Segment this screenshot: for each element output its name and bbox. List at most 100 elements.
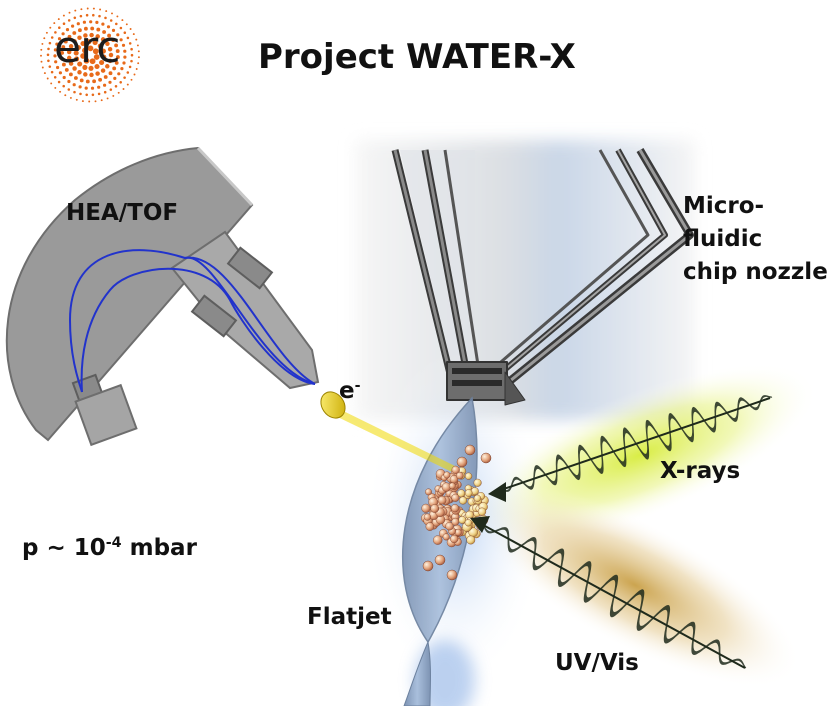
erc-logo-dot [73,50,79,56]
erc-logo-dot [72,39,77,44]
water-molecule [465,472,473,480]
erc-logo-dot [62,14,65,17]
water-molecule [437,495,447,505]
erc-logo-dot [133,73,136,76]
water-molecule [464,519,472,527]
erc-logo-dot [79,14,83,18]
erc-logo-dot [75,98,78,101]
erc-logo-dot [85,79,90,84]
erc-logo-dot [47,59,50,63]
electron-trajectories [68,249,316,393]
erc-logo-dot [77,70,82,75]
erc-logo-dot [89,32,94,38]
erc-logo-dot [109,88,113,91]
water-molecule [425,522,435,531]
erc-logo-dot [126,83,129,86]
pressure-label-pre: p ~ 10 [22,535,106,561]
water-molecule [434,554,446,566]
erc-logo-dot [90,86,95,90]
water-molecule [443,471,451,479]
erc-logo-dot [107,46,113,52]
erc-logo-dot [123,76,126,79]
erc-logo-dot [67,19,71,22]
erc-logo-dot [73,90,76,94]
erc-logo-dot [87,45,94,52]
erc-logo-dot [86,7,89,10]
erc-logo-dot [48,41,52,45]
erc-logo-dot [79,92,82,96]
erc-logo-dot [72,66,77,71]
erc-logo-dot [68,44,74,49]
erc-logo-dot [53,76,57,79]
water-molecule [458,516,467,524]
erc-logo-dot [129,28,132,30]
erc-logo-dot [57,80,61,84]
water-molecule [430,504,439,513]
water-molecule [473,494,482,502]
uvvis-label: UV/Vis [555,650,639,676]
erc-logo-dot [68,61,74,66]
erc-logo-dot [125,23,128,26]
erc-logo-dot [82,47,88,54]
erc-logo-dot [99,8,102,11]
erc-logo-dot [111,38,116,43]
erc-logo-dot [97,85,101,89]
water-molecule [425,488,432,496]
water-molecule [451,517,460,526]
erc-logo-dot [73,76,78,80]
erc-logo-dot [137,62,140,65]
erc-logo-dot [100,68,106,73]
erc-logo-dot [123,31,127,34]
erc-logo-dot [68,72,73,77]
erc-logo-dot [122,88,125,90]
erc-logo-dot [89,72,94,78]
erc-logo-dot [137,50,140,53]
erc-logo-dot [112,94,115,97]
erc-logo-dot [122,61,126,65]
water-molecule [421,503,431,513]
erc-logo-dot [94,63,100,70]
erc-logo-dot [135,68,138,70]
erc-logo-dot [89,58,96,65]
erc-logo-dot [114,85,118,88]
erc-logo-dot [77,61,83,67]
erc-logo-dot [50,82,53,85]
erc-logo-dot [67,34,72,39]
erc-logo-dot [57,18,60,21]
erc-logo-dot [126,36,130,40]
erc-logo-dot [54,31,57,34]
erc-logo-dot [65,28,70,32]
water-molecule [464,444,476,456]
water-molecule [450,534,459,544]
erc-logo-dot [119,81,122,84]
erc-logo-dot [50,36,54,39]
erc-logo-dot [72,83,76,87]
erc-logo-dot [115,55,120,60]
erc-logo-dot [105,10,108,13]
erc-logo-dot [101,54,107,60]
pressure-label-unit: mbar [121,535,197,561]
erc-logo-dot [121,19,124,22]
erc-logo-dot [48,65,52,68]
erc-logo-dot [46,77,49,80]
erc-logo-dot [114,60,119,65]
erc-logo-dot [111,28,116,32]
erc-logo-dot [74,9,77,12]
erc-logo-dot [119,38,123,42]
erc-logo-dot [82,20,86,24]
erc-logo-dot [94,100,97,103]
erc-logo-dot [88,100,91,103]
erc-logo-dot [62,22,66,25]
erc-logo-dot [128,42,132,45]
analyzer-label: HEA/TOF [66,200,179,226]
xray-beam [488,395,773,502]
erc-logo-dot [67,88,71,91]
erc-logo-dot [103,83,107,87]
erc-logo-dot [97,92,101,96]
water-molecule [422,560,434,572]
erc-logo-dot [53,48,58,52]
erc-logo-dot [41,42,44,45]
water-molecule [464,489,473,497]
erc-logo-dot [130,78,133,81]
